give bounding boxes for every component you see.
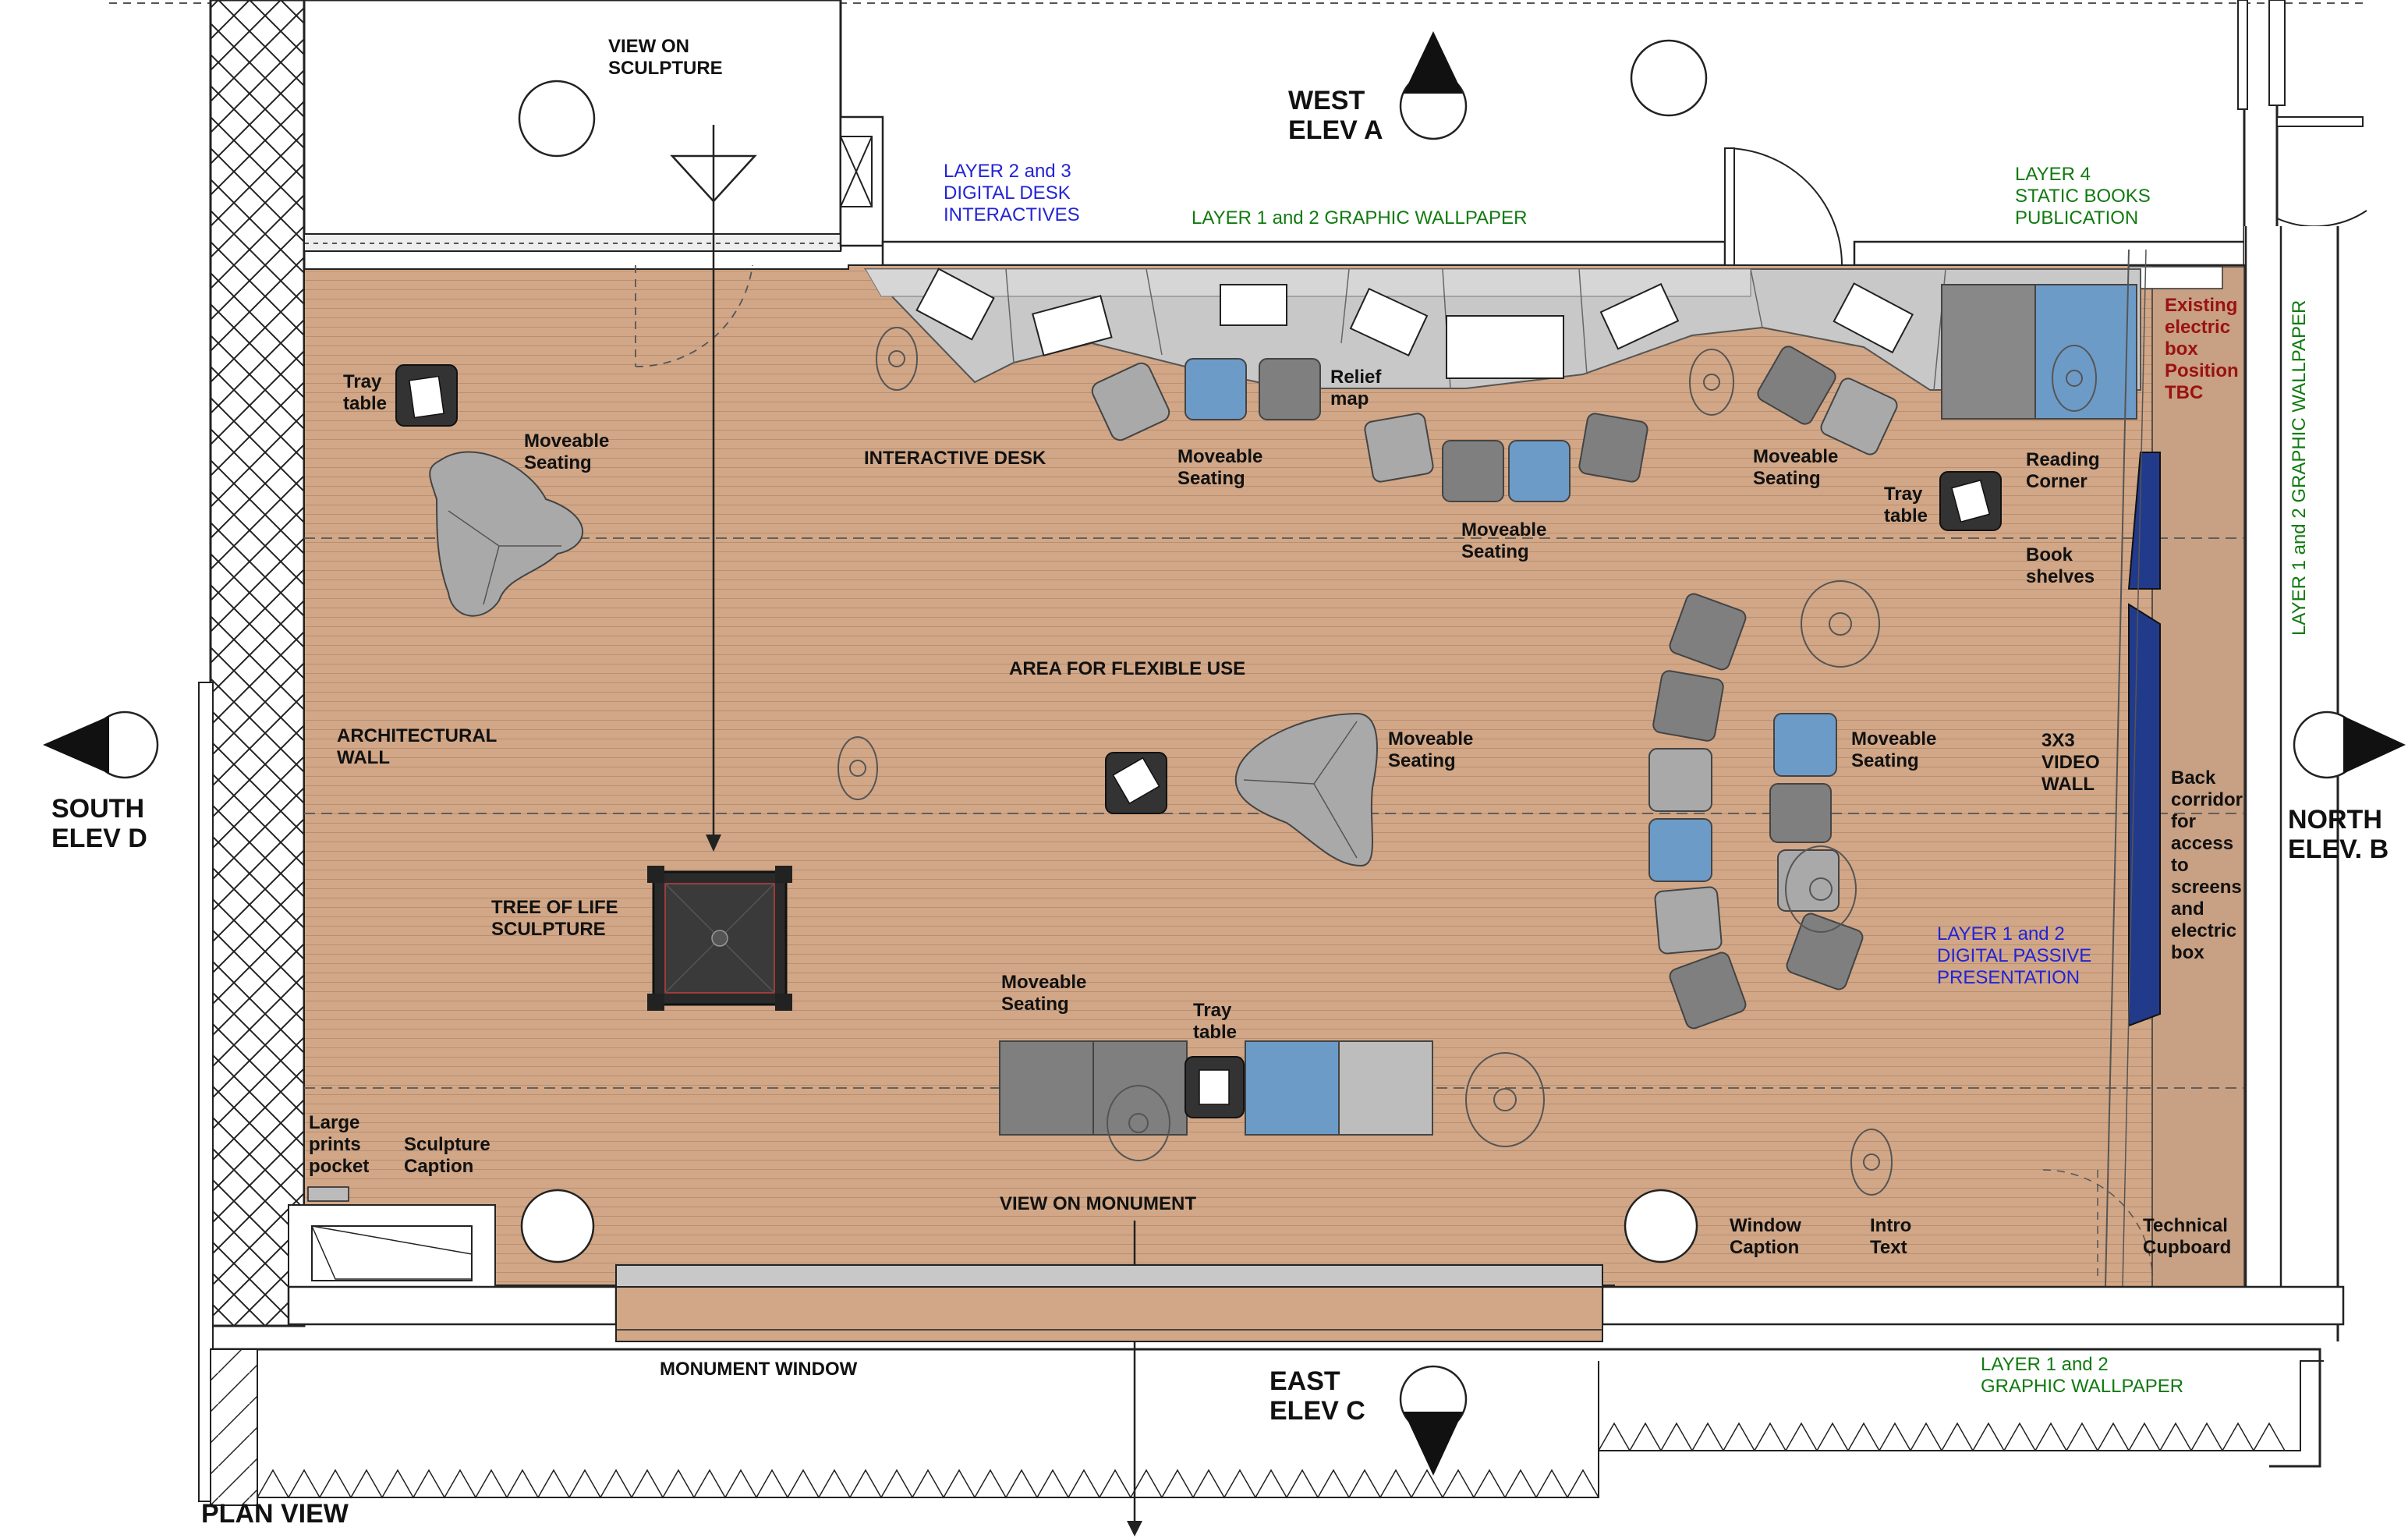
video-wall bbox=[2128, 603, 2161, 1027]
elevation-marker-south bbox=[43, 711, 159, 779]
view-on-monument-label: VIEW ON MONUMENT bbox=[1000, 1193, 1196, 1214]
north-wall-segment bbox=[881, 240, 1726, 267]
layer-1-2-wallpaper-bottom-label: LAYER 1 and 2 GRAPHIC WALLPAPER bbox=[1981, 1354, 2184, 1397]
east-elevation-label: EAST ELEV C bbox=[1270, 1366, 1365, 1426]
people-figures bbox=[837, 327, 2097, 1196]
layer-1-2-wallpaper-right-label: LAYER 1 and 2 GRAPHIC WALLPAPER bbox=[2289, 299, 2310, 636]
west-elevation-label: WEST ELEV A bbox=[1288, 86, 1383, 145]
moveable-seating-label: Moveable Seating bbox=[1388, 728, 1474, 771]
moveable-seating-label: Moveable Seating bbox=[1753, 446, 1839, 489]
moveable-seating-bottom bbox=[999, 1040, 1433, 1136]
layer-1-2-digital-label: LAYER 1 and 2 DIGITAL PASSIVE PRESENTATI… bbox=[1937, 923, 2092, 988]
column bbox=[1624, 1189, 1698, 1263]
architectural-wall-label: ARCHITECTURAL WALL bbox=[337, 725, 498, 768]
moveable-seating-label: Moveable Seating bbox=[1001, 972, 1087, 1015]
column bbox=[520, 1189, 595, 1263]
elevation-marker-north bbox=[2293, 711, 2406, 779]
lattice-wall bbox=[209, 0, 306, 1327]
back-corridor-label: Back corridor for access to screens and … bbox=[2171, 767, 2243, 963]
elevation-marker-west bbox=[1399, 31, 1468, 140]
layer-4-label: LAYER 4 STATIC BOOKS PUBLICATION bbox=[2015, 164, 2151, 229]
plan-view-title: PLAN VIEW bbox=[201, 1499, 349, 1529]
moveable-seating-label: Moveable Seating bbox=[1177, 446, 1263, 489]
flexible-use-area-label: AREA FOR FLEXIBLE USE bbox=[1009, 658, 1246, 679]
intro-text-label: Intro Text bbox=[1870, 1215, 1912, 1258]
book-shelves bbox=[2127, 452, 2161, 590]
existing-electric-box-label: Existing electric box Position TBC bbox=[2165, 295, 2239, 403]
tree-of-life-sculpture bbox=[647, 866, 792, 1011]
layer-1-2-wallpaper-top-label: LAYER 1 and 2 GRAPHIC WALLPAPER bbox=[1192, 207, 1528, 229]
window-caption-label: Window Caption bbox=[1730, 1215, 1801, 1258]
column bbox=[1630, 39, 1708, 117]
relief-map-label: Relief map bbox=[1330, 367, 1382, 409]
tray-table-label: Tray table bbox=[1193, 1000, 1238, 1043]
book-shelves-label: Book shelves bbox=[2026, 544, 2095, 587]
moveable-seating-top bbox=[1091, 346, 1898, 502]
large-prints-pocket-label: Large prints pocket bbox=[309, 1112, 370, 1177]
moveable-seating-label: Moveable Seating bbox=[1851, 728, 1937, 771]
north-elevation-label: NORTH ELEV. B bbox=[2288, 805, 2389, 864]
monument-window-label: MONUMENT WINDOW bbox=[660, 1359, 858, 1380]
view-on-sculpture-label: VIEW ON SCULPTURE bbox=[608, 36, 723, 79]
video-wall-label: 3X3 VIDEO WALL bbox=[2041, 730, 2100, 795]
sculpture-caption-label: Sculpture Caption bbox=[404, 1134, 490, 1177]
moveable-seating-label: Moveable Seating bbox=[1461, 519, 1547, 562]
moveable-seating-label: Moveable Seating bbox=[524, 431, 610, 473]
moveable-seating-right bbox=[1648, 593, 1864, 1029]
trefoil-table-2 bbox=[1234, 712, 1378, 867]
south-wall-edge bbox=[198, 682, 214, 1502]
trefoil-table-1 bbox=[429, 451, 584, 617]
tray-table-label: Tray table bbox=[1884, 484, 1928, 526]
back-corridor bbox=[2151, 266, 2245, 1293]
layer-2-3-label: LAYER 2 and 3 DIGITAL DESK INTERACTIVES bbox=[944, 161, 1080, 225]
column bbox=[518, 80, 596, 158]
south-elevation-label: SOUTH ELEV D bbox=[51, 794, 147, 853]
relief-map-screen bbox=[1349, 287, 1429, 357]
tray-tables bbox=[395, 364, 2002, 1118]
reading-corner-label: Reading Corner bbox=[2026, 449, 2100, 492]
tree-of-life-label: TREE OF LIFE SCULPTURE bbox=[491, 897, 618, 940]
elevation-marker-east bbox=[1399, 1365, 1468, 1476]
monument-window-ledge bbox=[615, 1264, 1603, 1289]
tray-table-label: Tray table bbox=[343, 371, 388, 414]
interactive-desk-label: INTERACTIVE DESK bbox=[864, 448, 1046, 469]
technical-cupboard-label: Technical Cupboard bbox=[2143, 1215, 2232, 1258]
